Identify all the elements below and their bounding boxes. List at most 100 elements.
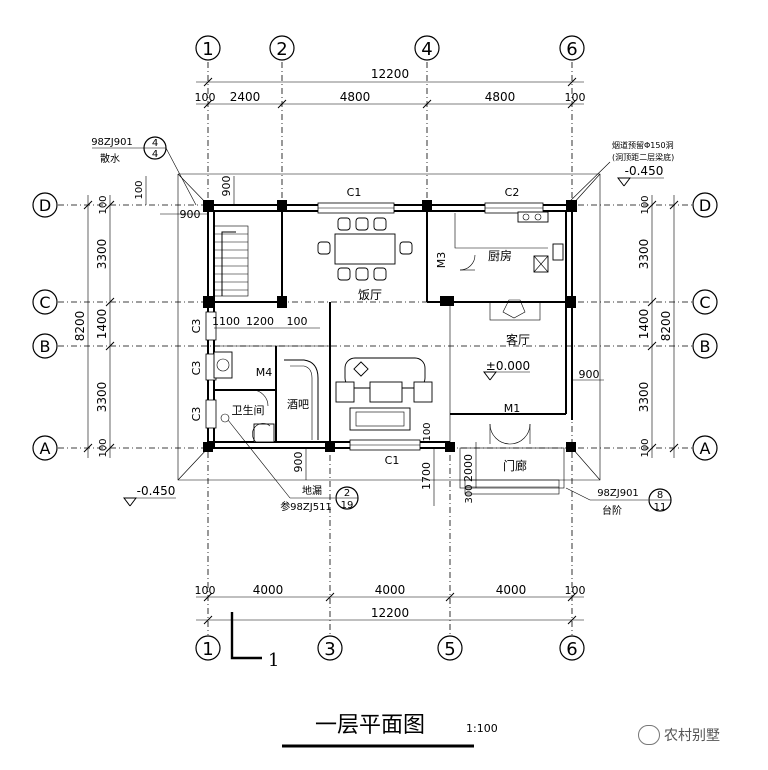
dim-inner-100-bath: 100 (422, 422, 433, 441)
room-label-kitchen: 厨房 (488, 248, 512, 263)
window-label-c3-c: C3 (190, 407, 203, 422)
level-floor: ±0.000 (486, 359, 530, 373)
axis-bubble-bottom-3: 3 (317, 635, 343, 661)
ref-scatter-label: 散水 (100, 152, 120, 165)
axis-bubble-right-D: D (692, 192, 718, 218)
watermark-text: 农村别墅 (664, 728, 720, 744)
window-label-c2: C2 (505, 186, 520, 199)
room-label-dining: 饭厅 (358, 288, 382, 302)
section-mark-label: 1 (268, 650, 279, 671)
bottom-axis-bubbles: 1 3 5 6 (195, 635, 585, 661)
right-dimensions: 100 3300 1400 3300 100 8200 (637, 195, 679, 458)
ref-note-scatter: 4 4 98ZJ901 散水 (91, 136, 197, 206)
dim-inner-100-left: 100 (134, 180, 145, 199)
ref-steps-label: 台阶 (602, 504, 622, 517)
dim-bottom-3: 4000 (496, 583, 527, 597)
dim-inner-900-top: 900 (220, 176, 233, 197)
room-label-bar: 酒吧 (287, 398, 309, 411)
axis-bubble-left-B: B (32, 333, 58, 359)
axis-bubble-bottom-1: 1 (195, 635, 221, 661)
ref-steps-std: 98ZJ901 (597, 488, 639, 499)
axis-label: C (699, 293, 710, 312)
dim-left-0: 100 (98, 195, 109, 214)
room-label-living: 客厅 (506, 332, 530, 347)
axis-bubble-right-C: C (692, 289, 718, 315)
axis-label: A (40, 439, 51, 458)
dim-bottom-total: 12200 (371, 606, 409, 620)
axis-label: 4 (421, 39, 432, 60)
axis-bubble-right-B: B (692, 333, 718, 359)
axis-bubble-left-D: D (32, 192, 58, 218)
dim-top-2: 4800 (340, 90, 371, 104)
level-outside-right: -0.450 (625, 164, 664, 178)
dim-right-3: 3300 (637, 382, 651, 413)
dim-inner-100-mid: 100 (287, 315, 308, 328)
section-mark: 1 (230, 612, 279, 671)
axis-label: C (39, 293, 50, 312)
ref-floordrain-sheet: 19 (341, 500, 354, 511)
sofa-set (335, 357, 433, 431)
dim-top-3: 4800 (485, 90, 516, 104)
dim-bottom-4: 100 (565, 584, 586, 597)
kitchen-fixtures (454, 211, 564, 273)
axis-bubble-top-1: 1 (195, 35, 221, 61)
left-dimensions: 8200 100 3300 1400 3300 100 (73, 195, 115, 458)
axis-bubble-bottom-5: 5 (437, 635, 463, 661)
axis-label: 1 (202, 39, 213, 60)
axis-bubble-top-6: 6 (559, 35, 585, 61)
opening-labels: C1 C2 C1 M3 M4 M1 C3 C3 C3 (190, 186, 520, 467)
axis-label: B (700, 337, 711, 356)
ref-scatter-std: 98ZJ901 (91, 137, 133, 148)
axis-label: 6 (566, 39, 577, 60)
ref-steps-sheet: 11 (654, 502, 667, 513)
drawing-scale: 1:100 (466, 722, 498, 735)
dim-right-0: 100 (640, 195, 651, 214)
level-marks: ±0.000 -0.450 -0.450 (123, 164, 664, 507)
ref-steps-num: 8 (657, 490, 663, 501)
columns (203, 200, 577, 452)
axis-label: A (700, 439, 711, 458)
dim-right-1: 3300 (637, 239, 651, 270)
dim-left-3: 3300 (95, 382, 109, 413)
room-labels: 饭厅 厨房 客厅 卫生间 酒吧 门廊 (232, 248, 531, 473)
axis-label: 2 (276, 39, 287, 60)
dim-left-4: 100 (98, 438, 109, 457)
inner-dimensions: 900 900 100 1100 1200 100 900 900 100 20… (134, 176, 604, 506)
left-axis-bubbles: D C B A (32, 192, 58, 461)
window-label-c1-bottom: C1 (385, 454, 400, 467)
wechat-icon (638, 725, 660, 745)
level-outside-left: -0.450 (137, 484, 176, 498)
dim-inner-1100: 1100 (212, 315, 240, 328)
ref-floordrain-num: 2 (344, 488, 350, 499)
dim-inner-900-bottom: 900 (292, 452, 305, 473)
window-label-c3-a: C3 (190, 319, 203, 334)
dim-inner-300: 300 (464, 484, 475, 503)
ref-floordrain-label: 地漏 (302, 484, 322, 497)
axis-bubble-top-2: 2 (269, 35, 295, 61)
dining-table-set (317, 217, 413, 281)
dim-bottom-0: 100 (195, 584, 216, 597)
top-axis-bubbles: 1 2 4 6 (195, 35, 585, 61)
axis-bubble-top-4: 4 (414, 35, 440, 61)
dim-inner-1200: 1200 (246, 315, 274, 328)
dim-top-total: 12200 (371, 67, 409, 81)
ref-scatter-sheet: 4 (152, 149, 158, 160)
ref-note-steps: 8 11 98ZJ901 台阶 (565, 487, 672, 517)
dim-left-total: 8200 (73, 311, 87, 342)
right-axis-bubbles: D C B A (692, 192, 718, 461)
drawing-title: 一层平面图 (315, 713, 425, 738)
ref-floordrain-std: 参98ZJ511 (280, 500, 332, 513)
dim-bottom-1: 4000 (253, 583, 284, 597)
axis-label: 5 (444, 639, 455, 660)
ref-chimney-line1: 烟道预留Φ150洞 (612, 140, 674, 150)
axis-label: 3 (324, 639, 335, 660)
door-label-m3: M3 (435, 252, 448, 269)
dim-top-0: 100 (195, 91, 216, 104)
dim-left-1: 3300 (95, 239, 109, 270)
dim-right-total: 8200 (659, 311, 673, 342)
window-label-c3-b: C3 (190, 361, 203, 376)
axis-label: 1 (202, 639, 213, 660)
axis-bubble-bottom-6: 6 (559, 635, 585, 661)
dim-top-4: 100 (565, 91, 586, 104)
